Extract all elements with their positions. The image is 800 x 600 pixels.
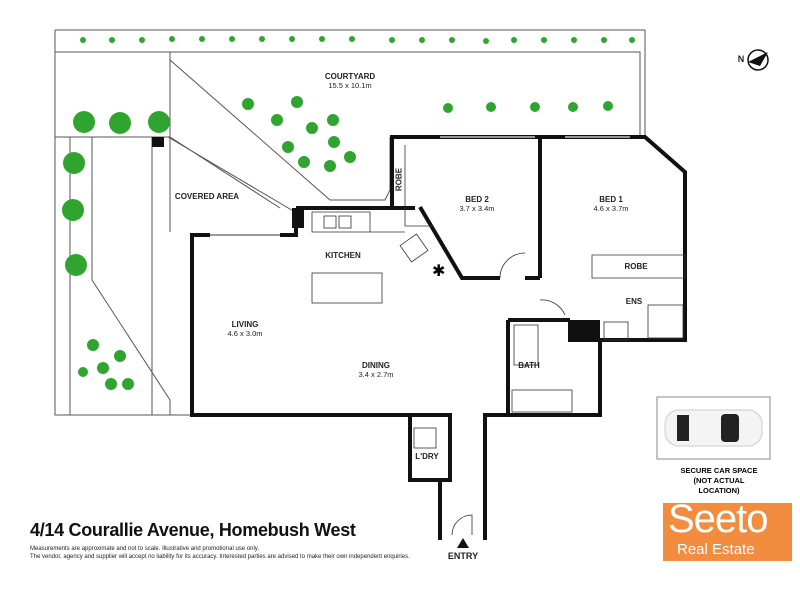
tree-icon — [344, 151, 356, 163]
tree-icon — [62, 199, 84, 221]
room-name: BATH — [518, 361, 540, 370]
room-dim: 15.5 x 10.1m — [328, 81, 372, 90]
tree-icon — [73, 111, 95, 133]
tree-icon — [324, 160, 336, 172]
tree-icon — [483, 38, 489, 44]
tree-icon — [629, 37, 635, 43]
room-name: DINING — [362, 361, 390, 370]
tree-icon — [87, 339, 99, 351]
room-name: ENS — [625, 297, 643, 306]
tree-icon — [298, 156, 310, 168]
disclaimer: Measurements are approximate and not to … — [30, 545, 410, 561]
tree-icon — [541, 37, 547, 43]
car-caption: SECURE CAR SPACE(NOT ACTUAL LOCATION) — [679, 466, 760, 496]
tree-icon — [568, 102, 578, 112]
tree-icon — [601, 37, 607, 43]
property-address: 4/14 Courallie Avenue, Homebush West — [30, 520, 356, 540]
tree-icon — [199, 36, 205, 42]
tree-icon — [63, 152, 85, 174]
tree-icon — [109, 37, 115, 43]
room-name: ROBE — [394, 167, 404, 192]
room-name: COURTYARD — [324, 72, 376, 81]
tree-icon — [109, 112, 131, 134]
stove-icon: ✱ — [432, 263, 445, 280]
entry-arrow-icon — [457, 538, 469, 548]
tree-icon — [511, 37, 517, 43]
tree-icon — [271, 114, 283, 126]
compass-label: N — [737, 54, 745, 64]
room-entry: ENTRY — [448, 551, 478, 561]
tree-icon — [289, 36, 295, 42]
room-name: ROBE — [624, 262, 648, 271]
tree-icon — [571, 37, 577, 43]
tree-icon — [148, 111, 170, 133]
room-bath: BATH — [518, 361, 540, 370]
logo-brand: Seeto — [668, 497, 769, 541]
room-name: COVERED AREA — [174, 192, 240, 201]
room-name: LIVING — [231, 320, 259, 329]
car-image — [656, 396, 771, 460]
room-name: BED 1 — [599, 195, 623, 204]
tree-icon — [530, 102, 540, 112]
tree-icon — [139, 37, 145, 43]
tree-icon — [122, 378, 134, 390]
room-name: BED 2 — [465, 195, 489, 204]
tree-icon — [65, 254, 87, 276]
room-dim: 4.6 x 3.7m — [593, 204, 629, 213]
tree-icon — [603, 101, 613, 111]
tree-icon — [306, 122, 318, 134]
tree-icon — [114, 350, 126, 362]
disclaimer-line: The vendor, agency and supplier will acc… — [30, 554, 410, 560]
car-caption-line1: SECURE CAR SPACE — [680, 466, 758, 475]
tree-icon — [327, 114, 339, 126]
tree-icon — [389, 37, 395, 43]
room-dim: 4.6 x 3.0m — [227, 329, 263, 338]
compass-icon — [747, 49, 769, 71]
tree-icon — [419, 37, 425, 43]
room-covered: COVERED AREA — [175, 192, 239, 201]
room-robe-bed2: ROBE — [395, 168, 404, 191]
tree-icon — [169, 36, 175, 42]
tree-icon — [229, 36, 235, 42]
trees — [62, 36, 635, 390]
car-caption-line2: (NOT ACTUAL LOCATION) — [693, 476, 745, 495]
tree-icon — [259, 36, 265, 42]
room-robe-bed1: ROBE — [624, 262, 647, 271]
tree-icon — [319, 36, 325, 42]
tree-icon — [486, 102, 496, 112]
room-name: ENTRY — [447, 551, 479, 561]
tree-icon — [349, 36, 355, 42]
room-dim: 3.7 x 3.4m — [459, 204, 495, 213]
room-name: L'DRY — [415, 452, 439, 461]
tree-icon — [242, 98, 254, 110]
fixtures — [311, 145, 686, 536]
logo-sub: Real Estate — [677, 541, 755, 558]
room-laundry: L'DRY — [415, 452, 438, 461]
disclaimer-line: Measurements are approximate and not to … — [30, 546, 260, 552]
room-dim: 3.4 x 2.7m — [358, 370, 394, 379]
room-ensuite: ENS — [626, 297, 642, 306]
tree-icon — [282, 141, 294, 153]
tree-icon — [80, 37, 86, 43]
tree-icon — [443, 103, 453, 113]
room-name: KITCHEN — [325, 251, 361, 260]
tree-icon — [291, 96, 303, 108]
room-kitchen: KITCHEN — [325, 251, 361, 260]
tree-icon — [449, 37, 455, 43]
tree-icon — [328, 136, 340, 148]
tree-icon — [97, 362, 109, 374]
tree-icon — [78, 367, 88, 377]
tree-icon — [105, 378, 117, 390]
